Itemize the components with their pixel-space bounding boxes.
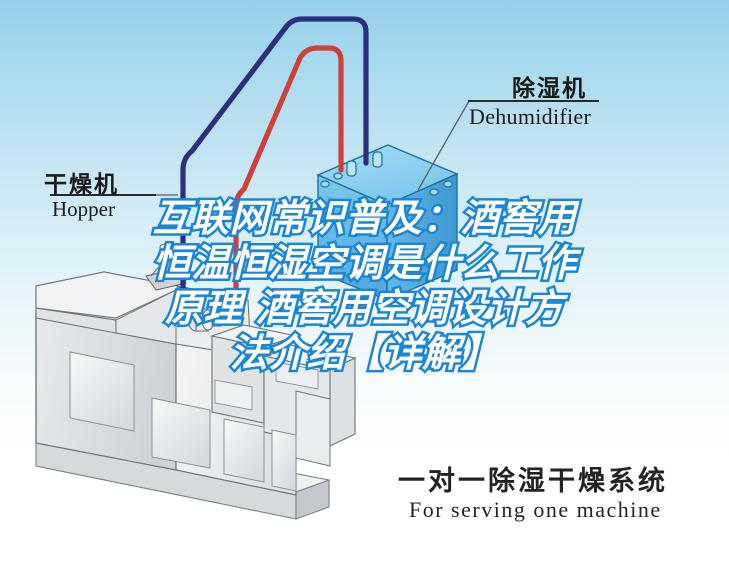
- hopper-label-rule: [50, 194, 156, 196]
- blue-pipe: [180, 16, 369, 231]
- hopper-machine-illustration: [35, 243, 357, 520]
- article-title-line-3: 原理 酒窖用空调设计方: [163, 284, 566, 333]
- system-caption-en: For serving one machine: [409, 497, 662, 522]
- dehumidifier-label-cn: 除湿机: [512, 76, 587, 102]
- hopper-label-en: Hopper: [52, 197, 115, 221]
- article-title-overlay: 互联网常识普及：酒窖用 恒温恒湿空调是什么工作 原理 酒窖用空调设计方 法介绍【…: [0, 194, 729, 378]
- hopper-label-cn: 干燥机: [44, 172, 119, 198]
- red-pipe: [233, 45, 344, 263]
- article-title-line-4: 法介绍【详解】: [227, 329, 501, 378]
- dehumidifier-label-en: Dehumidifier: [469, 104, 592, 129]
- dehumidifier-label-rule: [468, 100, 599, 102]
- system-caption-cn: 一对一除湿干燥系统: [398, 466, 668, 497]
- article-title-line-1: 互联网常识普及：酒窖用: [150, 194, 578, 243]
- article-title-line-2: 恒温恒湿空调是什么工作: [150, 239, 578, 288]
- dehumidifier-unit-illustration: [316, 100, 470, 302]
